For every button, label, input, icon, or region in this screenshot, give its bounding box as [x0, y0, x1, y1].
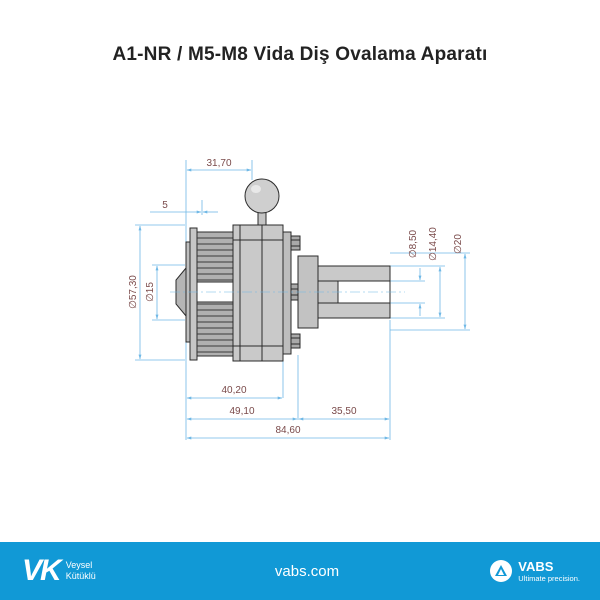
vabs-name: VABS	[518, 558, 554, 574]
main-housing	[232, 224, 284, 362]
dim-31-70: 31,70	[206, 158, 231, 169]
thread-grooves	[197, 237, 233, 353]
dim-8-50: ∅8,50	[408, 229, 419, 258]
veysel-kutuklu-brand: VK Veysel Kütüklü	[22, 554, 96, 588]
bolt-bottom	[290, 333, 301, 349]
dim-5: 5	[162, 200, 168, 211]
footer-bar: VK Veysel Kütüklü vabs.com VABS Ultimate…	[0, 542, 600, 600]
triangle-in-circle-icon	[490, 560, 513, 582]
dimension-lines	[135, 160, 470, 440]
vk-logo: VK	[22, 554, 62, 587]
brand-text: Veysel Kütüklü	[66, 560, 96, 582]
brand-line-1: Veysel	[65, 560, 93, 570]
vabs-brand: VABS Ultimate precision.	[490, 558, 580, 583]
bolt-top	[290, 235, 301, 251]
page-title: A1-NR / M5-M8 Vida Diş Ovalama Aparatı	[112, 44, 488, 65]
vabs-text: VABS Ultimate precision.	[518, 558, 580, 583]
back-plate	[282, 231, 292, 355]
dim-40-20: 40,20	[221, 385, 246, 396]
dim-49-10: 49,10	[229, 406, 254, 417]
dim-20: ∅20	[453, 234, 464, 254]
handle-ball	[244, 178, 280, 214]
vabs-tagline: Ultimate precision.	[518, 573, 580, 583]
brand-line-2: Kütüklü	[65, 571, 96, 581]
dim-35-50: 35,50	[331, 406, 356, 417]
rolling-tool-part	[175, 178, 391, 362]
dim-15: ∅15	[145, 282, 156, 302]
dim-57-30: ∅57,30	[128, 275, 139, 309]
dim-14-40: ∅14,40	[428, 227, 439, 261]
dim-84-60: 84,60	[275, 425, 300, 436]
website-link[interactable]: vabs.com	[274, 562, 340, 580]
